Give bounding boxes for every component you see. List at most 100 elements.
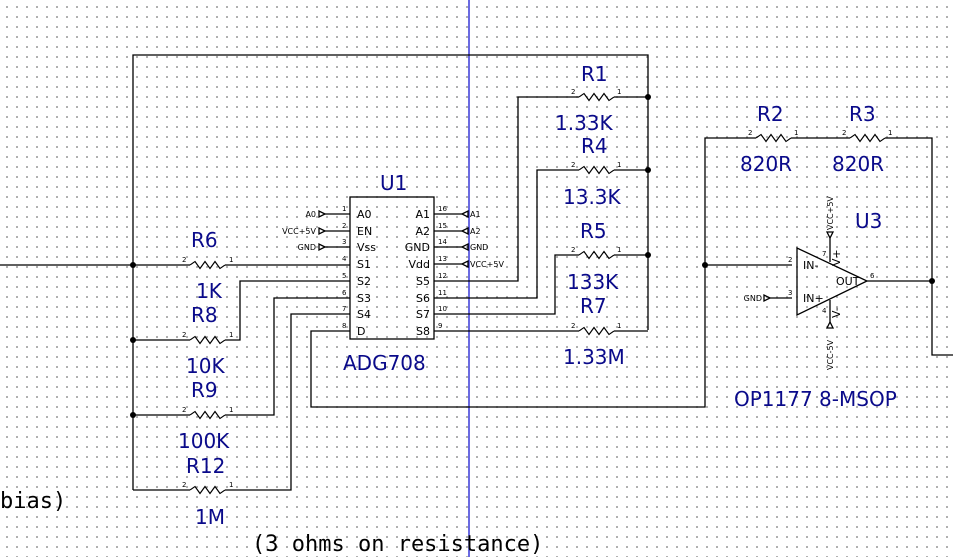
junctions bbox=[130, 94, 935, 418]
junction-dot bbox=[702, 262, 708, 268]
net-label: VCC+5V bbox=[470, 260, 504, 269]
net-label: A0 bbox=[305, 210, 316, 219]
pin-number: 2 bbox=[182, 256, 186, 264]
resistor-ref: R12 bbox=[186, 454, 225, 478]
resistor-r5[interactable]: 2 1 R5 133K bbox=[567, 219, 621, 294]
resistor-ref: R5 bbox=[580, 219, 607, 243]
port-arrow-icon bbox=[318, 226, 327, 236]
port-arrow-icon bbox=[318, 242, 327, 252]
pin-number: 2 bbox=[182, 406, 186, 414]
pin-number: 3 bbox=[342, 238, 346, 246]
resistor-value: 1.33M bbox=[563, 345, 625, 369]
pin-number: 6 bbox=[870, 272, 875, 280]
pin-number: 1 bbox=[617, 161, 621, 169]
resistor-ref: R6 bbox=[191, 228, 218, 252]
port-arrow-icon bbox=[825, 231, 835, 240]
pin-number: 2 bbox=[748, 129, 752, 137]
pin-name: Vss bbox=[357, 241, 376, 254]
resistor-r1[interactable]: 2 1 R1 1.33K bbox=[555, 62, 621, 135]
pin-number: 1 bbox=[794, 129, 798, 137]
wires bbox=[0, 54, 953, 491]
pin-number: 13 bbox=[438, 255, 447, 263]
junction-dot bbox=[645, 167, 651, 173]
resistor-value: 1M bbox=[195, 505, 225, 529]
resistor-r12[interactable]: 2 1 R12 1M bbox=[182, 454, 233, 529]
pin-number: 1 bbox=[342, 205, 346, 213]
u1-net-labels: A0 VCC+5V GND A1 A2 GND VCC+5V bbox=[282, 209, 504, 269]
pin-name: S5 bbox=[416, 275, 430, 288]
pin-number: 2 bbox=[571, 322, 575, 330]
resistor-r6[interactable]: 2 1 R6 1K bbox=[182, 228, 233, 303]
pin-number: 2 bbox=[342, 222, 346, 230]
u3-opamp[interactable]: U3 OP1177 8-MSOP IN- 2 IN+ 3 OUT 6 GND V… bbox=[734, 196, 897, 411]
resistor-ref: R2 bbox=[757, 102, 784, 126]
u1-chip[interactable]: U1 ADG708 1 A0 2 EN 3 Vss 4 S1 5 S2 6 S3… bbox=[282, 171, 504, 375]
pin-number: 6 bbox=[342, 289, 347, 297]
pin-number: 1 bbox=[229, 481, 233, 489]
resistor-value: 820R bbox=[832, 152, 884, 176]
bias-note: bias) bbox=[0, 489, 66, 514]
pin-number: 11 bbox=[438, 289, 447, 297]
u1-body bbox=[349, 196, 435, 340]
pin-number: 2 bbox=[842, 129, 846, 137]
resistor-value: 133K bbox=[567, 270, 619, 294]
pin-name: V+ bbox=[830, 249, 843, 266]
resistor-r8[interactable]: 2 1 R8 10K bbox=[182, 303, 233, 378]
resistor-r4[interactable]: 2 1 R4 13.3K bbox=[563, 134, 622, 209]
pin-name: S1 bbox=[357, 258, 371, 271]
net-label: GND bbox=[744, 294, 762, 303]
pin-number: 2 bbox=[571, 246, 575, 254]
port-arrow-icon bbox=[460, 259, 469, 269]
u3-value: OP1177 8-MSOP bbox=[734, 387, 897, 411]
pin-number: 7 bbox=[822, 250, 826, 258]
opamp-triangle-icon bbox=[796, 246, 869, 317]
pin-name: S3 bbox=[357, 292, 371, 305]
net-label: GND bbox=[298, 243, 316, 252]
pin-name: A1 bbox=[415, 208, 430, 221]
pin-name: S6 bbox=[416, 292, 430, 305]
resistor-ref: R1 bbox=[581, 62, 608, 86]
pin-name: A2 bbox=[415, 225, 430, 238]
pin-number: 7 bbox=[342, 305, 346, 313]
pin-name: S7 bbox=[416, 308, 430, 321]
port-arrow-icon bbox=[825, 320, 835, 329]
junction-dot bbox=[929, 278, 935, 284]
resistor-value: 13.3K bbox=[563, 185, 622, 209]
resistor-ref: R9 bbox=[191, 378, 218, 402]
pin-name: S4 bbox=[357, 308, 371, 321]
u1-ref: U1 bbox=[380, 171, 407, 195]
resistor-r7[interactable]: 2 1 R7 1.33M bbox=[563, 294, 625, 369]
resistor-value: 1K bbox=[196, 279, 223, 303]
resistor-ref: R3 bbox=[849, 102, 876, 126]
junction-dot bbox=[130, 337, 136, 343]
pin-number: 1 bbox=[229, 256, 233, 264]
resistor-r9[interactable]: 2 1 R9 100K bbox=[178, 378, 233, 453]
pin-number: 1 bbox=[617, 246, 621, 254]
net-label: A1 bbox=[470, 210, 481, 219]
pin-number: 2 bbox=[182, 481, 186, 489]
pin-number: 1 bbox=[229, 406, 233, 414]
port-arrow-icon bbox=[318, 209, 327, 219]
resistor-ref: R4 bbox=[581, 134, 608, 158]
resistor-r3[interactable]: 2 1 R3 820R bbox=[832, 102, 892, 176]
pin-number: 2 bbox=[571, 161, 575, 169]
junction-dot bbox=[130, 262, 136, 268]
pin-name: Vdd bbox=[409, 258, 431, 271]
pin-number: 5 bbox=[342, 272, 346, 280]
resistor-r2[interactable]: 2 1 R2 820R bbox=[740, 102, 798, 176]
port-arrow-icon bbox=[460, 242, 469, 252]
pin-name: IN+ bbox=[803, 292, 824, 305]
u3-ref: U3 bbox=[855, 209, 882, 233]
pin-name: S2 bbox=[357, 275, 371, 288]
net-label: VCC+5V bbox=[826, 196, 835, 230]
pin-number: 2 bbox=[788, 256, 792, 264]
pin-number: 4 bbox=[822, 307, 827, 315]
pin-number: 16 bbox=[438, 205, 447, 213]
junction-dot bbox=[130, 412, 136, 418]
port-arrow-icon bbox=[763, 293, 772, 303]
u1-left-pins: 1 A0 2 EN 3 Vss 4 S1 5 S2 6 S3 7 S4 8 D bbox=[342, 205, 376, 338]
resistor-ref: R8 bbox=[191, 303, 218, 327]
pin-name: D bbox=[357, 325, 365, 338]
